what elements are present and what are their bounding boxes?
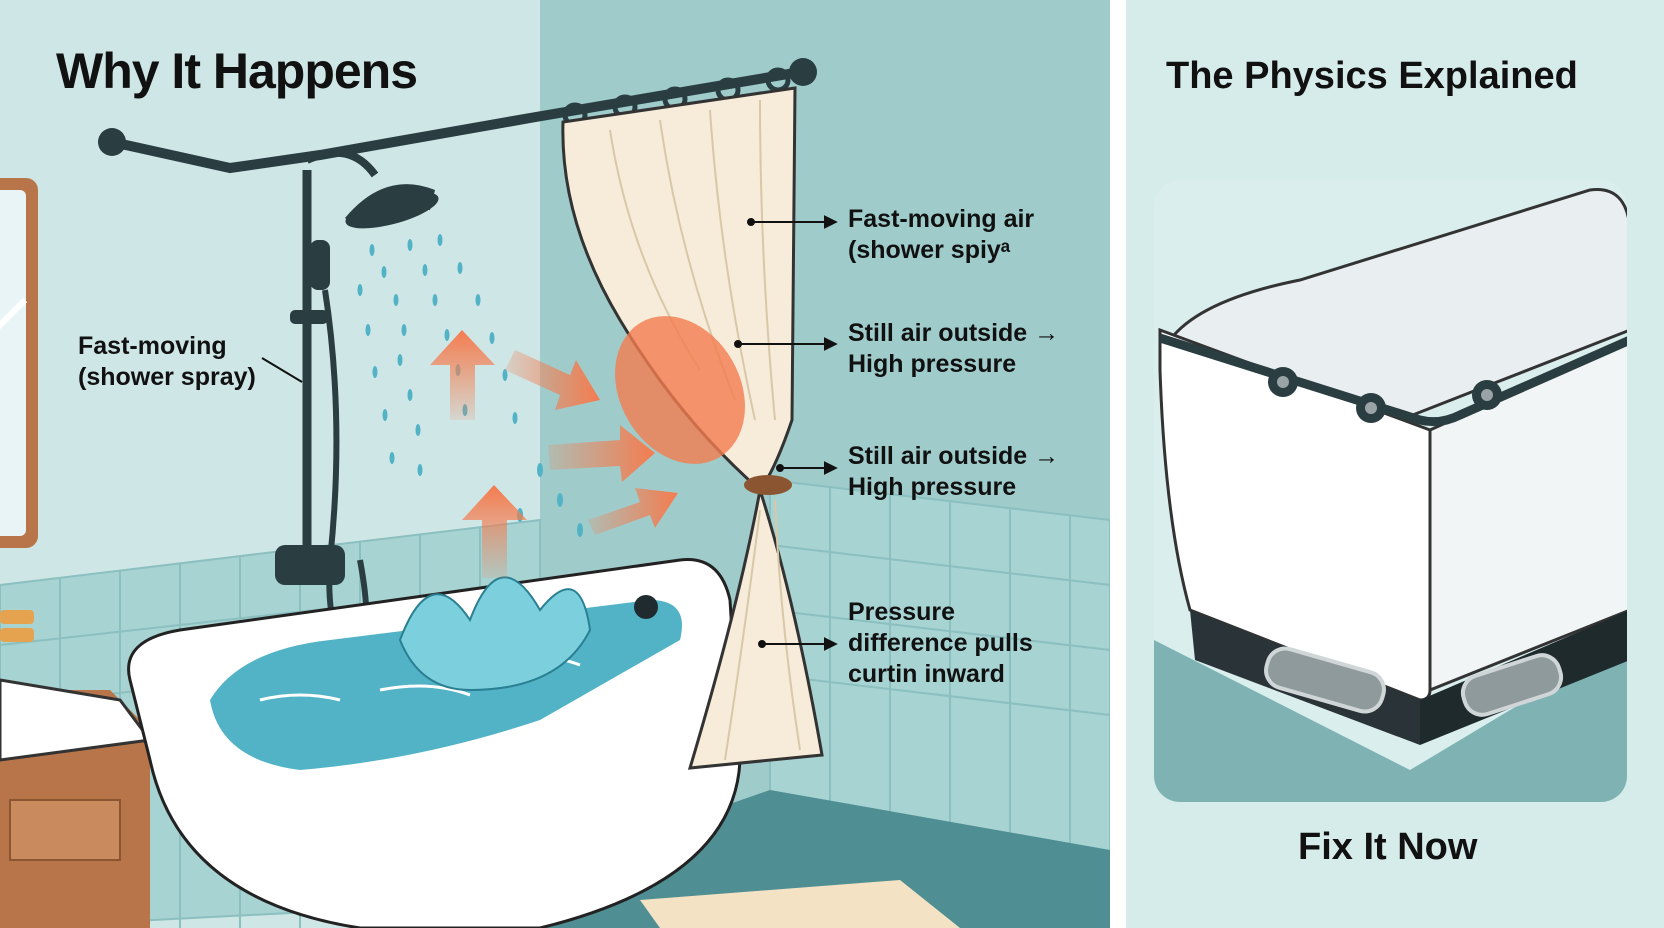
- curtain-tie: [744, 475, 792, 495]
- mirror: [0, 190, 26, 536]
- towel: [0, 610, 34, 624]
- bathtub-icon: [1154, 188, 1627, 802]
- label-still-air-2: Still air outside → High pressure: [848, 442, 1060, 501]
- arrow-icon: [430, 330, 678, 578]
- fix-it-now-label: Fix It Now: [1298, 826, 1478, 868]
- shower-curtain: [561, 86, 824, 770]
- panel-divider: [1110, 0, 1126, 928]
- bath-mat: [640, 880, 960, 928]
- bathtub: [127, 558, 742, 928]
- left-panel: [0, 0, 1110, 928]
- left-panel-title: Why It Happens: [56, 43, 418, 99]
- label-fast-air: Fast-moving air (shower spiyᵃ: [848, 205, 1035, 264]
- label-pressure-diff: Pressure difference pulls curtin inward: [848, 598, 1033, 688]
- leader-lines: [261, 215, 838, 651]
- floor: [520, 790, 1110, 928]
- right-panel-title: The Physics Explained: [1166, 55, 1578, 97]
- label-spray-left: Fast-moving (shower spray): [78, 332, 256, 391]
- label-still-air-1: Still air outside → High pressure: [848, 319, 1060, 378]
- right-panel: [1126, 0, 1664, 928]
